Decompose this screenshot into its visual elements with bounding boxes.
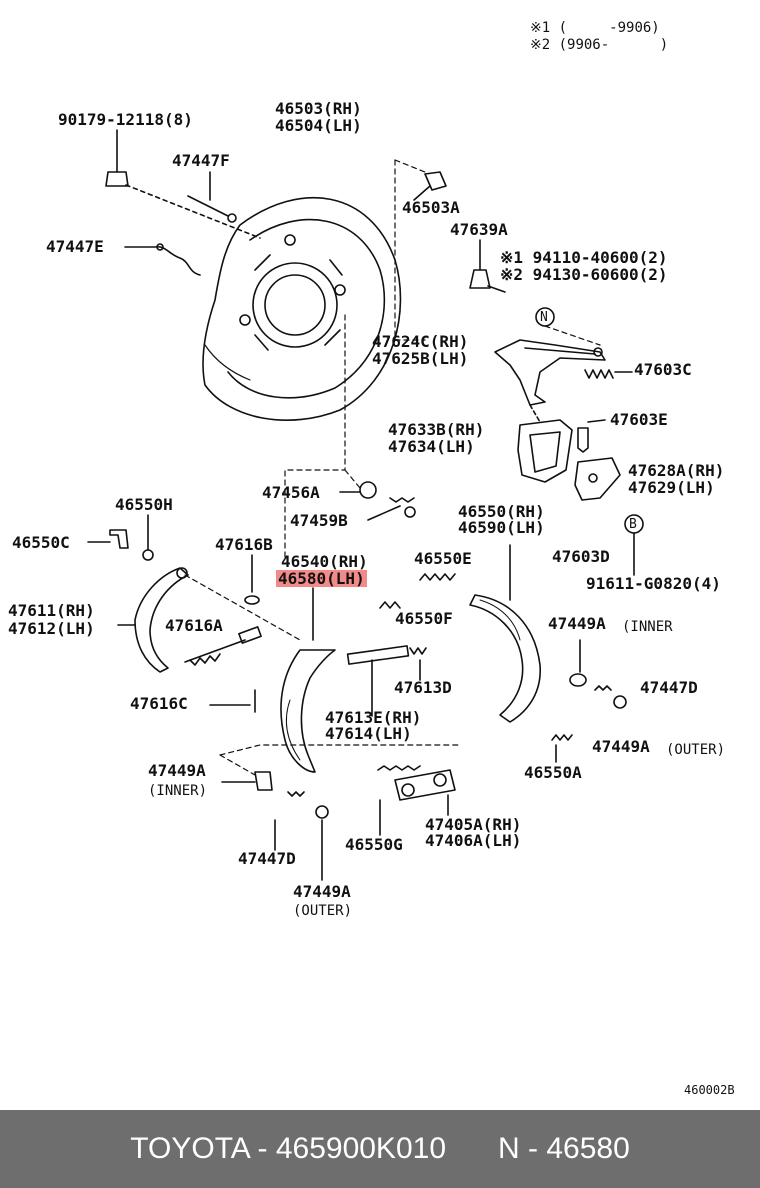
note-1: ※1 ( -9906)	[530, 20, 660, 36]
label-94130: ※2 94130-60600(2)	[500, 265, 668, 284]
label-inner-right: (INNER	[622, 619, 673, 635]
label-47613d: 47613D	[394, 678, 452, 697]
label-94110: ※1 94110-40600(2)	[500, 248, 668, 267]
footer-part-number: TOYOTA - 465900K010	[130, 1132, 446, 1165]
label-47614: 47614(LH)	[325, 724, 412, 743]
label-47405a: 47405A(RH)	[425, 815, 522, 834]
label-47406a: 47406A(LH)	[425, 831, 522, 850]
label-47447e: 47447E	[46, 237, 104, 256]
label-46550a: 46550A	[524, 763, 582, 782]
bracket-47628a	[575, 458, 620, 500]
label-90179: 90179-12118(8)	[58, 110, 193, 129]
pin-47616b	[245, 555, 259, 604]
label-47628a: 47628A(RH)	[628, 461, 725, 480]
label-47616c: 47616C	[130, 694, 188, 713]
callout-n: N	[540, 310, 548, 325]
label-47447d-left: 47447D	[238, 849, 296, 868]
assembly-guide-lines	[185, 160, 600, 775]
label-46503: 46503(RH)	[275, 99, 362, 118]
footer-bar: TOYOTA - 465900K010 N - 46580	[0, 1110, 760, 1188]
callout-b: B	[629, 517, 637, 532]
label-47612: 47612(LH)	[8, 619, 95, 638]
label-47611: 47611(RH)	[8, 601, 95, 620]
diagram-drawing	[0, 0, 760, 1110]
footer-reference: N - 46580	[498, 1132, 630, 1165]
shoe-46550	[470, 545, 540, 722]
label-47449a-inner-left: 47449A	[148, 761, 206, 780]
label-46550c: 46550C	[12, 533, 70, 552]
cylinder-47405a	[378, 766, 455, 835]
label-47616a: 47616A	[165, 616, 223, 635]
label-46550f: 46550F	[395, 609, 453, 628]
label-47449a-inner-right: 47449A	[548, 614, 606, 633]
label-46540: 46540(RH)	[281, 552, 368, 571]
bolt-47616c	[210, 690, 255, 712]
cam-47633b	[518, 405, 572, 482]
shoe-46540	[281, 588, 335, 772]
lever-47624c	[495, 340, 605, 405]
spring-46550e	[380, 574, 455, 608]
label-47447f: 47447F	[172, 151, 230, 170]
label-47459b: 47459B	[290, 511, 348, 530]
label-47449a-outer-left: 47449A	[293, 882, 351, 901]
label-46504: 46504(LH)	[275, 116, 362, 135]
label-47456a: 47456A	[262, 483, 320, 502]
pin-47603e	[578, 420, 605, 452]
label-46580-highlighted: 46580(LH)	[276, 569, 367, 588]
label-47633b: 47633B(RH)	[388, 420, 485, 439]
backing-plate	[203, 198, 400, 420]
spring-47603c	[585, 370, 632, 378]
label-46503a: 46503A	[402, 198, 460, 217]
bolt-90179	[106, 130, 260, 238]
label-91611: 91611-G0820(4)	[586, 574, 721, 593]
label-47603c: 47603C	[634, 360, 692, 379]
pin-47449a-right	[570, 640, 626, 708]
label-outer-right: (OUTER)	[666, 742, 726, 758]
bolt-46503a	[414, 172, 446, 200]
label-47634: 47634(LH)	[388, 437, 475, 456]
label-47616b: 47616B	[215, 535, 273, 554]
label-47624c: 47624C(RH)	[372, 332, 469, 351]
wire-47447e	[125, 244, 200, 275]
clip-47456a	[340, 482, 415, 520]
label-inner-left: (INNER)	[148, 783, 208, 799]
label-47625b: 47625B(LH)	[372, 349, 469, 368]
note-2: ※2 (9906- )	[530, 37, 669, 53]
clip-46550c	[88, 515, 153, 560]
label-47639a: 47639A	[450, 220, 508, 239]
label-46550e: 46550E	[414, 549, 472, 568]
label-47603e: 47603E	[610, 410, 668, 429]
label-47603d: 47603D	[552, 547, 610, 566]
label-47613e: 47613E(RH)	[325, 708, 422, 727]
adjuster-47616a	[185, 627, 261, 665]
strut-47613d	[348, 646, 426, 680]
shoe-47611	[118, 568, 188, 672]
pin-47449a-left	[222, 772, 328, 880]
label-46550g: 46550G	[345, 835, 403, 854]
label-47629: 47629(LH)	[628, 478, 715, 497]
label-47447d-right: 47447D	[640, 678, 698, 697]
parts-diagram: ※1 ( -9906) ※2 (9906- ) 90179-12118(8) 4…	[0, 0, 760, 1110]
diagram-code: 460002B	[684, 1083, 735, 1097]
label-46550: 46550(RH)	[458, 502, 545, 521]
label-outer-left: (OUTER)	[293, 903, 353, 919]
spring-46550a	[552, 735, 572, 762]
callout-circles	[536, 308, 643, 575]
pin-47447f	[188, 172, 236, 222]
bolt-47639a	[470, 240, 505, 292]
label-46590: 46590(LH)	[458, 518, 545, 537]
label-47449a-outer-right: 47449A	[592, 737, 650, 756]
label-46550h: 46550H	[115, 495, 173, 514]
